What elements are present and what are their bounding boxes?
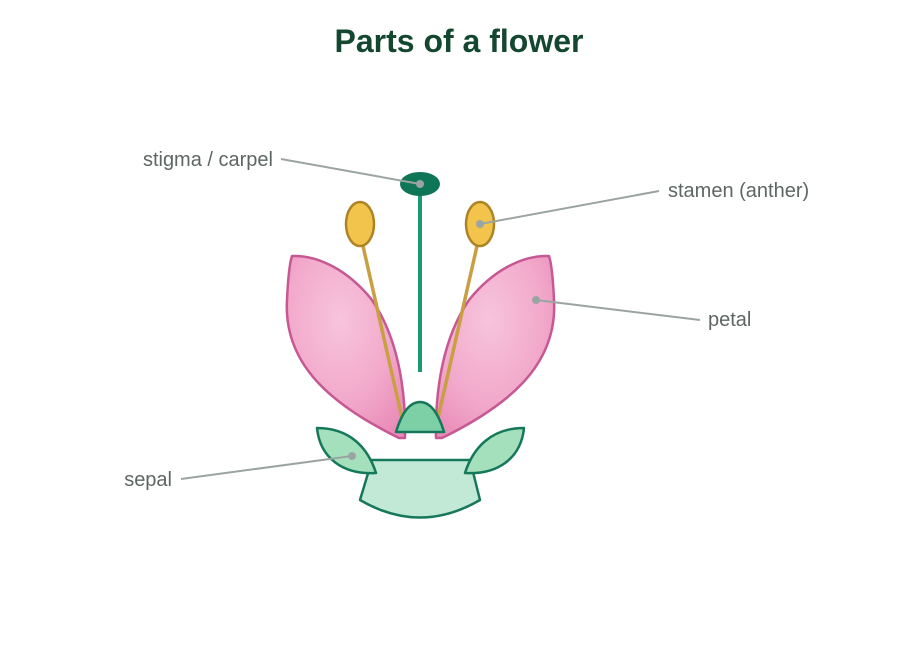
filament-left <box>361 244 404 420</box>
leader-petal <box>532 296 701 321</box>
filament-right <box>436 244 479 420</box>
label-sepal: sepal <box>124 469 172 491</box>
label-stamen: stamen (anther) <box>668 180 809 202</box>
anther-left <box>344 200 376 248</box>
leader-sepal <box>180 452 356 480</box>
label-stigma: stigma / carpel <box>143 149 273 171</box>
diagram-title: Parts of a flower <box>335 23 584 59</box>
label-petal: petal <box>708 309 751 331</box>
sepal-left <box>315 426 378 475</box>
petal-right <box>434 254 556 440</box>
receptacle <box>358 458 482 519</box>
petal-left <box>285 254 407 440</box>
ovary <box>394 400 446 434</box>
leader-stigma <box>280 158 424 188</box>
leader-stamen <box>476 190 660 228</box>
sepal-right <box>463 426 526 475</box>
